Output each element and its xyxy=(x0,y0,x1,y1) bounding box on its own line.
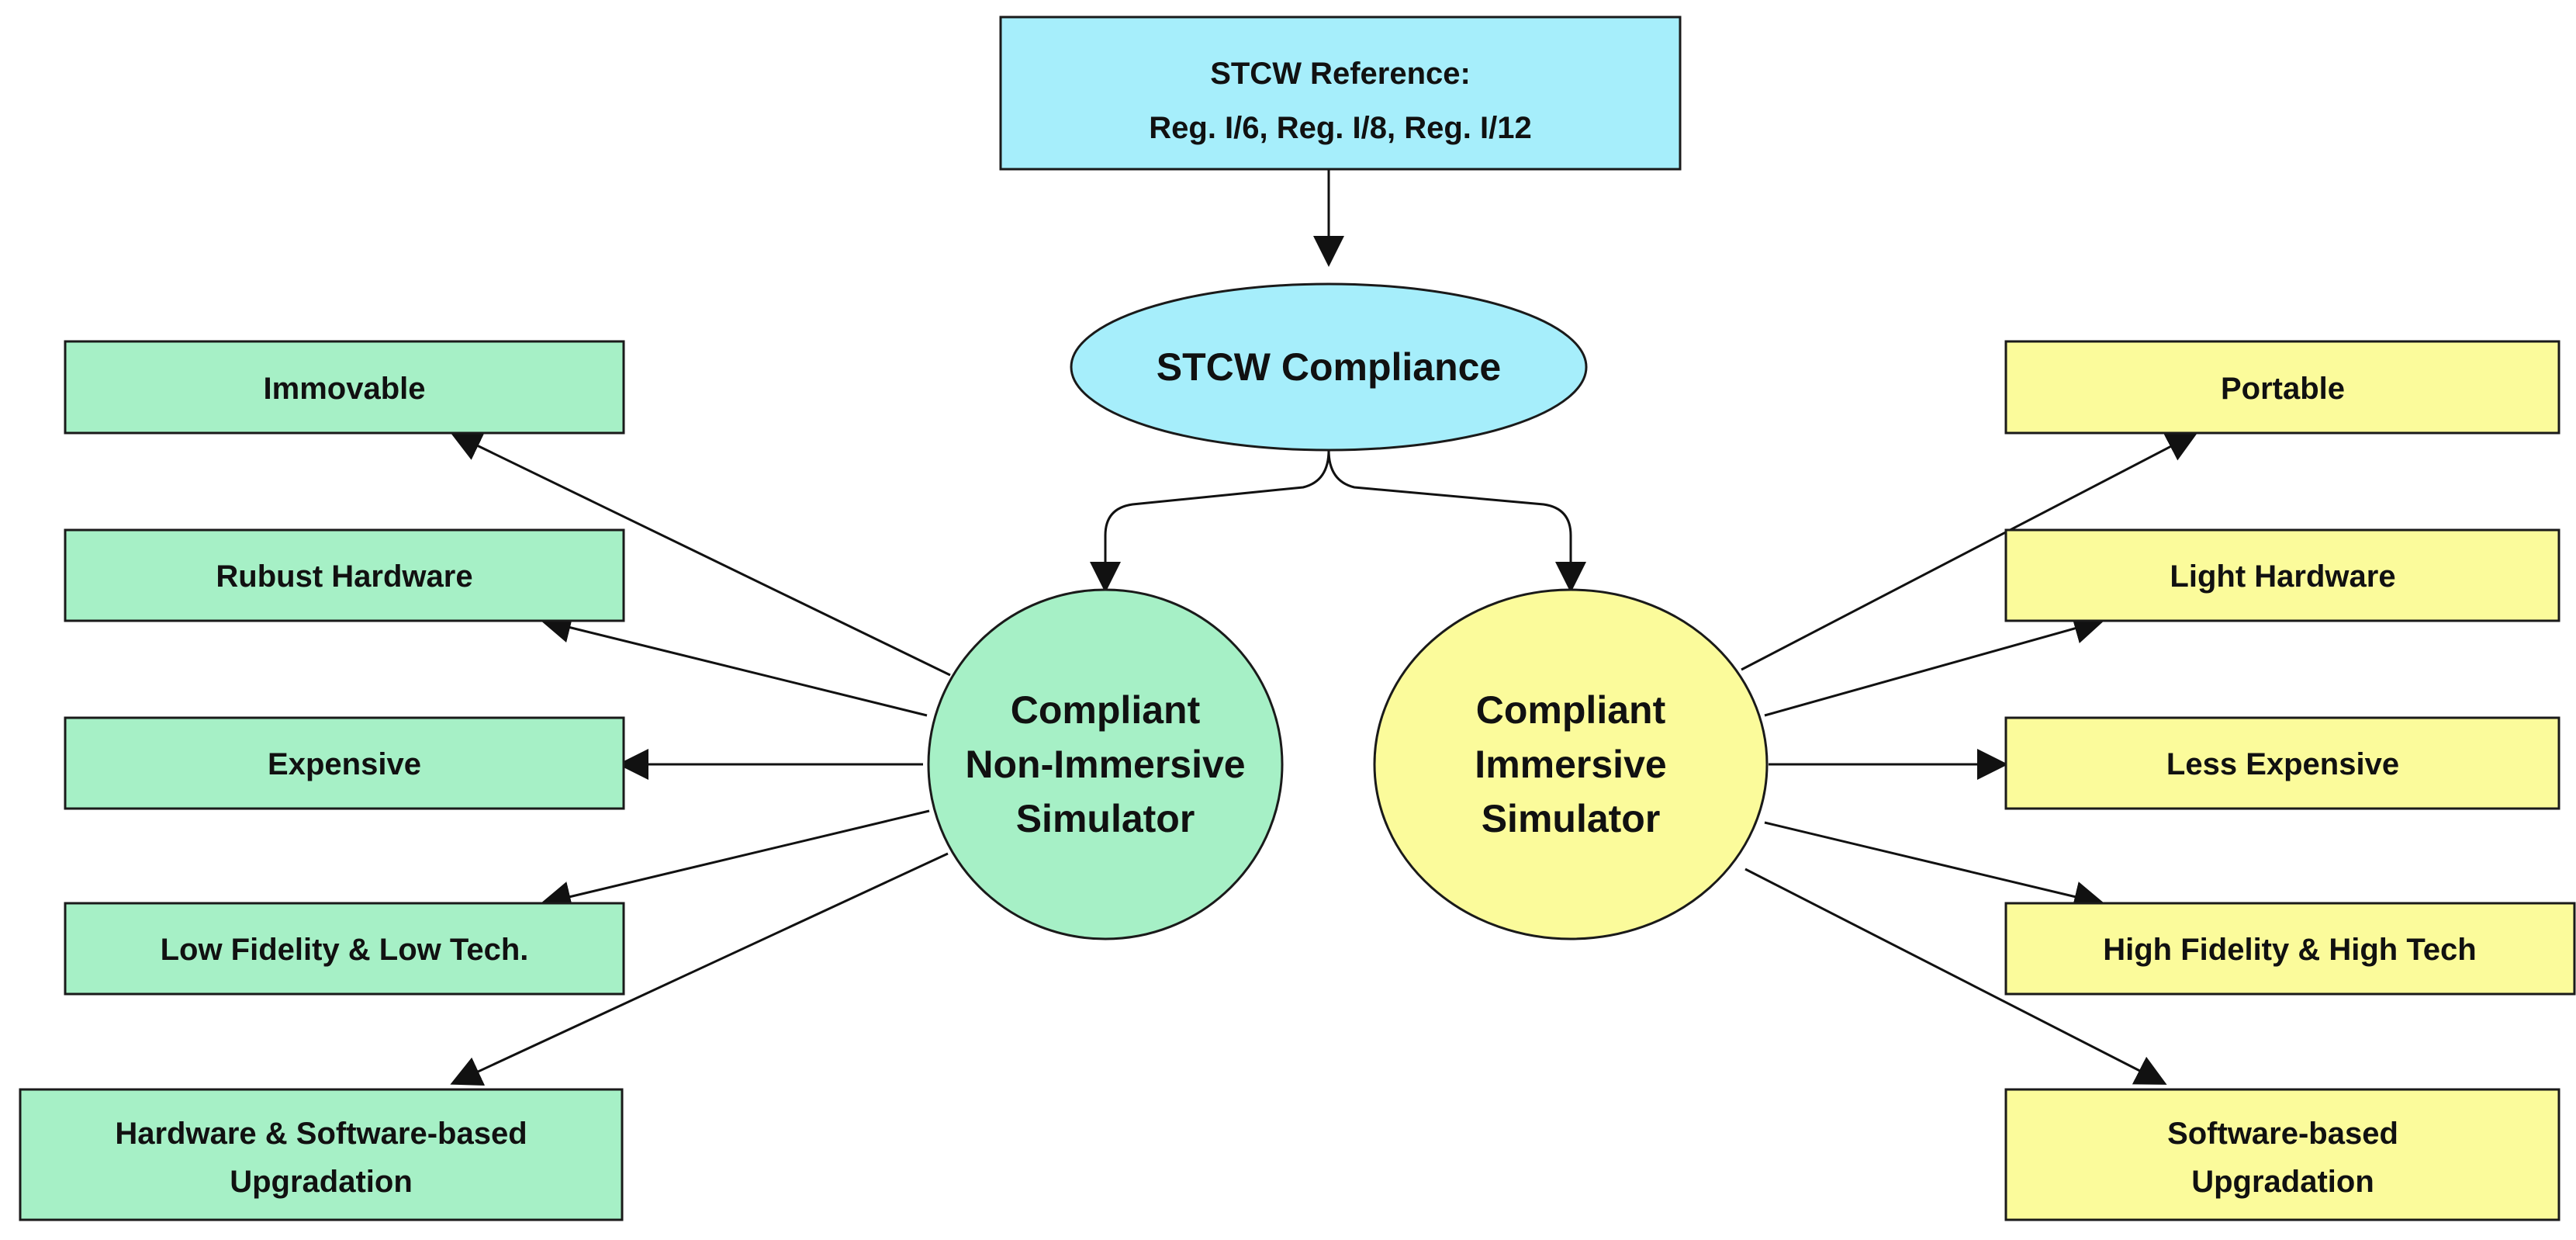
edge-to-sw-upgradation xyxy=(1744,868,2167,1085)
right-item-label-line2: Upgradation xyxy=(2191,1165,2374,1199)
left-item-low-fidelity: Low Fidelity & Low Tech. xyxy=(64,902,625,996)
immersive-simulator-node: Compliant Immersive Simulator xyxy=(1373,588,1769,940)
right-attribute-boxes: Portable Light Hardware Less Expensive H… xyxy=(2004,340,2576,1221)
left-item-rubust-hardware: Rubust Hardware xyxy=(64,528,625,622)
right-item-sw-upgradation: Software-based Upgradation xyxy=(2004,1088,2560,1221)
right-item-rect xyxy=(2004,340,2560,435)
edge-compliance-to-immersive xyxy=(1327,449,1586,593)
right-item-rect xyxy=(2004,716,2560,810)
left-item-rect xyxy=(64,340,625,435)
left-item-expensive: Expensive xyxy=(64,716,625,810)
immersive-ellipse xyxy=(1373,588,1769,940)
right-item-label: High Fidelity & High Tech xyxy=(2103,933,2476,967)
left-item-rect xyxy=(64,716,625,810)
stcw-reference-title: STCW Reference: xyxy=(1210,57,1471,91)
right-item-rect xyxy=(2004,902,2576,996)
stcw-reference-rect xyxy=(999,16,1682,171)
edge-to-high-fidelity xyxy=(1764,821,2105,913)
left-item-label-line2: Upgradation xyxy=(230,1165,413,1199)
edge-to-low-fidelity xyxy=(540,809,930,913)
left-item-rect xyxy=(64,902,625,996)
edge-to-rubust-hardware xyxy=(540,612,928,717)
right-item-label: Portable xyxy=(2221,372,2345,406)
right-item-portable: Portable xyxy=(2004,340,2560,435)
stcw-compliance-ellipse xyxy=(1070,282,1588,452)
edge-to-immovable xyxy=(450,431,951,677)
left-item-rect xyxy=(64,528,625,622)
edge-to-hw-sw-upgradation xyxy=(450,852,949,1086)
edge-to-portable xyxy=(1741,432,2198,671)
left-item-label: Expensive xyxy=(268,747,421,781)
right-item-less-expensive: Less Expensive xyxy=(2004,716,2560,810)
right-item-rect xyxy=(2004,528,2560,622)
left-item-immovable: Immovable xyxy=(64,340,625,435)
non-immersive-line2: Non-Immersive xyxy=(965,743,1245,786)
right-item-high-fidelity: High Fidelity & High Tech xyxy=(2004,902,2576,996)
left-item-hw-sw-upgradation: Hardware & Software-based Upgradation xyxy=(19,1088,624,1221)
left-item-label-line1: Hardware & Software-based xyxy=(115,1117,527,1151)
left-attribute-boxes: Immovable Rubust Hardware Expensive Low … xyxy=(19,340,625,1221)
non-immersive-line3: Simulator xyxy=(1016,797,1195,840)
non-immersive-ellipse xyxy=(927,588,1284,940)
left-item-label: Rubust Hardware xyxy=(216,559,472,594)
non-immersive-line1: Compliant xyxy=(1011,688,1201,732)
immersive-line2: Immersive xyxy=(1475,743,1666,786)
stcw-reference-regs: Reg. I/6, Reg. I/8, Reg. I/12 xyxy=(1149,111,1532,145)
right-item-label: Less Expensive xyxy=(2166,747,2399,781)
immersive-line3: Simulator xyxy=(1482,797,1661,840)
stcw-compliance-node: STCW Compliance xyxy=(1070,282,1588,452)
non-immersive-simulator-node: Compliant Non-Immersive Simulator xyxy=(927,588,1284,940)
edge-compliance-to-non-immersive xyxy=(1090,449,1330,593)
immersive-line1: Compliant xyxy=(1476,688,1666,732)
right-item-light-hardware: Light Hardware xyxy=(2004,528,2560,622)
stcw-reference-box: STCW Reference: Reg. I/6, Reg. I/8, Reg.… xyxy=(999,16,1682,171)
left-item-label: Immovable xyxy=(264,372,426,406)
left-item-label: Low Fidelity & Low Tech. xyxy=(161,933,529,967)
left-item-rect xyxy=(19,1088,624,1221)
edges xyxy=(450,169,2198,1086)
right-item-label-line1: Software-based xyxy=(2167,1117,2398,1151)
right-item-label: Light Hardware xyxy=(2170,559,2395,594)
stcw-compliance-label: STCW Compliance xyxy=(1157,345,1501,389)
edge-to-light-hardware xyxy=(1764,613,2105,717)
right-item-rect xyxy=(2004,1088,2560,1221)
